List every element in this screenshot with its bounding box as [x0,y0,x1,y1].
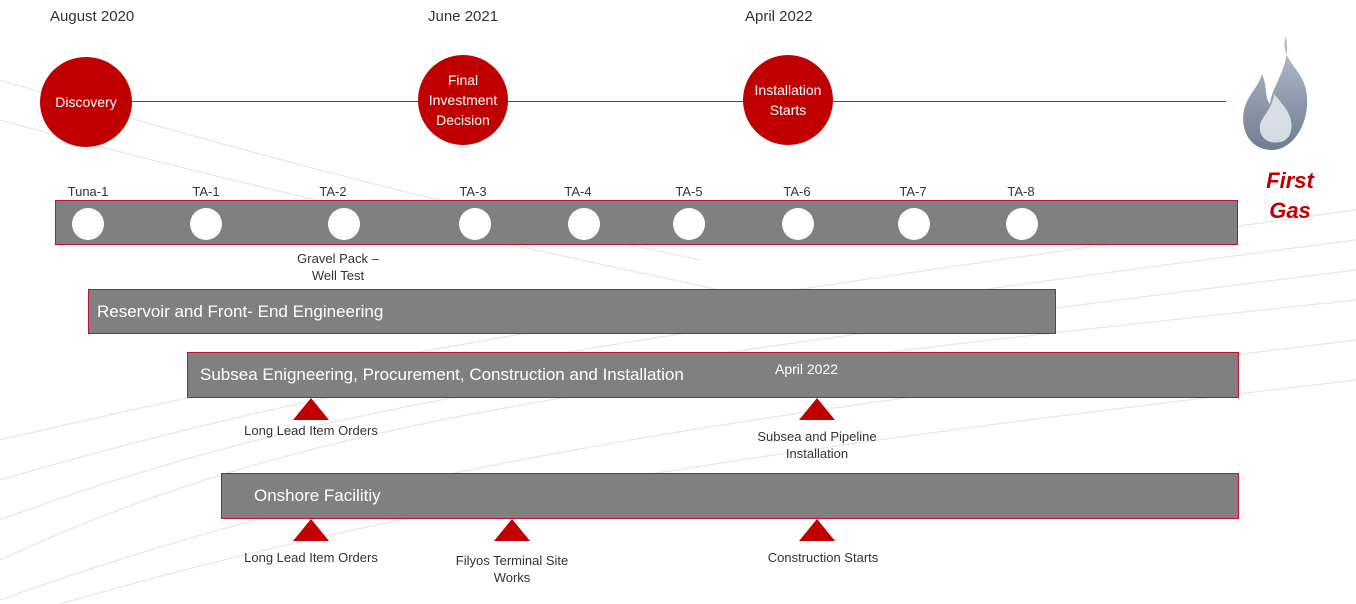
milestone-installation-starts: Installation Starts [743,55,833,145]
event-label-onshore-filyos: Filyos Terminal Site Works [455,553,569,585]
event-marker-subsea-long-lead [293,398,329,420]
event-label-onshore-construction: Construction Starts [767,550,879,565]
well-marker-ta-5 [673,208,705,240]
event-label-onshore-long-lead: Long Lead Item Orders [244,550,378,565]
milestone-discovery: Discovery [40,57,132,147]
event-label-subsea-installation: Subsea and Pipeline Installation [757,429,877,461]
well-marker-ta-2 [328,208,360,240]
well-label-tuna-1: Tuna-1 [67,184,109,199]
event-marker-subsea-installation [799,398,835,420]
well-label-ta-6: TA-6 [783,184,811,199]
event-marker-onshore-long-lead [293,519,329,541]
well-marker-ta-3 [459,208,491,240]
well-label-ta-3: TA-3 [459,184,487,199]
event-label-subsea-long-lead: Long Lead Item Orders [244,423,378,438]
well-marker-ta-1 [190,208,222,240]
well-marker-tuna-1 [72,208,104,240]
well-marker-ta-7 [898,208,930,240]
milestone-label: Discovery [55,94,117,110]
phase-bar-onshore: Onshore Facilitiy [221,473,1239,519]
phase-label-reservoir: Reservoir and Front- End Engineering [97,301,384,321]
event-marker-onshore-construction [799,519,835,541]
phase-date-subsea: April 2022 [775,361,839,377]
well-label-ta-8: TA-8 [1007,184,1035,199]
well-label-ta-7: TA-7 [899,184,927,199]
well-label-ta-4: TA-4 [564,184,592,199]
well-label-ta-5: TA-5 [675,184,703,199]
phase-label-onshore: Onshore Facilitiy [254,486,381,505]
phase-bar-reservoir: Reservoir and Front- End Engineering [88,289,1056,334]
well-marker-ta-4 [568,208,600,240]
first-gas-label: First Gas [1266,168,1314,223]
well-note-gravel-pack: Gravel Pack – Well Test [297,251,379,283]
milestone-label: Installation Starts [754,82,822,118]
well-label-ta-1: TA-1 [192,184,220,199]
milestone-date-discovery: August 2020 [50,8,135,25]
milestone-label: Final Investment Decision [428,72,498,128]
well-label-ta-2: TA-2 [319,184,347,199]
milestone-final-investment-decision: Final Investment Decision [418,55,508,145]
milestone-timeline-line [86,101,1226,102]
event-marker-onshore-filyos [494,519,530,541]
wells-bar [55,200,1238,245]
flame-icon [1243,36,1308,150]
milestone-date-fid: June 2021 [428,8,499,25]
phase-bar-subsea: Subsea Enigneering, Procurement, Constru… [187,352,1239,398]
milestone-date-installation: April 2022 [745,8,813,25]
well-marker-ta-6 [782,208,814,240]
phase-label-subsea: Subsea Enigneering, Procurement, Constru… [200,365,684,384]
well-marker-ta-8 [1006,208,1038,240]
